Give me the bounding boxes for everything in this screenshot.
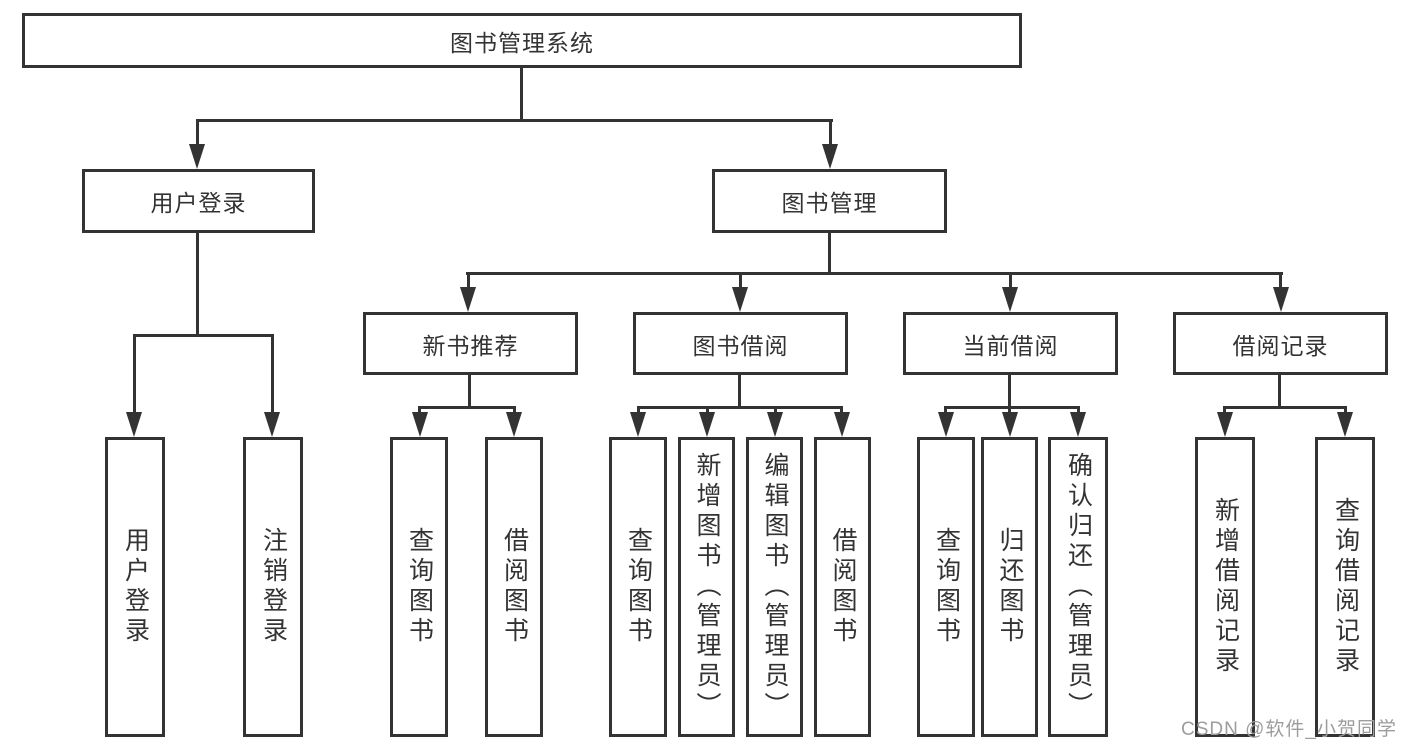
- leaf-edit-books-admin: 编辑图书（管理员）: [746, 437, 803, 737]
- leaf-query-books-current: 查询图书: [917, 437, 975, 737]
- arrow-down-icon: [264, 412, 280, 437]
- arrow-down-icon: [834, 412, 850, 437]
- arrow-down-icon: [732, 287, 748, 312]
- arrow-down-icon: [1002, 287, 1018, 312]
- edge-login-leaf2-stub: [271, 334, 274, 414]
- leaf-label: 查询借阅记录: [1331, 497, 1360, 677]
- arrow-down-icon: [1002, 412, 1018, 437]
- edge-borrow-branch: [637, 406, 843, 409]
- edge-borrow-stem: [738, 374, 741, 409]
- edge-borrow-stub-3: [774, 406, 777, 416]
- node-book-management: 图书管理: [712, 169, 947, 233]
- edge-mgmt-stem: [828, 232, 831, 275]
- arrow-down-icon: [699, 412, 715, 437]
- node-borrow-records-label: 借阅记录: [1232, 332, 1329, 359]
- edge-current-stem: [1008, 374, 1011, 409]
- edge-borrow-stub-4: [840, 406, 843, 416]
- node-book-borrow: 图书借阅: [633, 312, 848, 375]
- leaf-logout: 注销登录: [243, 437, 303, 737]
- arrow-down-icon: [506, 412, 522, 437]
- arrow-down-icon: [822, 144, 838, 169]
- leaf-label: 借阅图书: [829, 527, 857, 647]
- edge-borrow-stub-1: [637, 406, 640, 416]
- leaf-label: 新增借阅记录: [1211, 497, 1240, 677]
- arrow-down-icon: [1070, 412, 1086, 437]
- node-book-management-label: 图书管理: [781, 190, 878, 216]
- node-new-book-recommend: 新书推荐: [363, 312, 578, 375]
- edge-mgmt-branch: [466, 272, 1283, 275]
- edge-current-branch: [944, 406, 1080, 409]
- edge-root-to-login-stub: [196, 119, 199, 147]
- edge-login-branch: [133, 334, 274, 337]
- leaf-label: 查询图书: [405, 527, 434, 647]
- node-user-login-label: 用户登录: [150, 190, 247, 216]
- leaf-query-books-borrow: 查询图书: [609, 437, 667, 737]
- arrow-down-icon: [412, 412, 428, 437]
- edge-borrow-stub-2: [706, 406, 709, 416]
- node-new-book-recommend-label: 新书推荐: [422, 332, 519, 359]
- edge-recommend-branch: [418, 406, 516, 409]
- edge-login-stem: [196, 232, 199, 337]
- arrow-down-icon: [126, 412, 142, 437]
- leaf-label: 用户登录: [121, 527, 150, 647]
- leaf-label: 确认归还（管理员）: [1064, 452, 1093, 722]
- edge-root-branch: [196, 119, 833, 122]
- node-current-borrow-label: 当前借阅: [962, 332, 1059, 359]
- edge-login-leaf1-stub: [133, 334, 136, 414]
- edge-current-stub-1: [944, 406, 947, 416]
- edge-root-to-mgmt-stub: [829, 119, 832, 147]
- edge-records-stub-2: [1344, 406, 1347, 416]
- leaf-label: 查询图书: [624, 527, 653, 647]
- edge-records-stub-1: [1223, 406, 1226, 416]
- arrow-down-icon: [1273, 287, 1289, 312]
- arrow-down-icon: [189, 144, 205, 169]
- arrow-down-icon: [767, 412, 783, 437]
- arrow-down-icon: [1337, 412, 1353, 437]
- leaf-label: 编辑图书（管理员）: [761, 452, 789, 722]
- leaf-query-borrow-record: 查询借阅记录: [1315, 437, 1375, 737]
- arrow-down-icon: [938, 412, 954, 437]
- edge-recommend-stub-2: [513, 406, 516, 416]
- node-root-label: 图书管理系统: [450, 29, 594, 56]
- leaf-label: 注销登录: [259, 527, 288, 647]
- arrow-down-icon: [1217, 412, 1233, 437]
- leaf-confirm-return-admin: 确认归还（管理员）: [1048, 437, 1108, 737]
- arrow-down-icon: [630, 412, 646, 437]
- leaf-borrow-books: 借阅图书: [814, 437, 871, 737]
- edge-mgmt-stub-1: [467, 272, 470, 290]
- leaf-label: 查询图书: [932, 527, 961, 647]
- edge-mgmt-stub-2: [739, 272, 742, 290]
- leaf-label: 新增图书（管理员）: [693, 452, 721, 722]
- edge-records-branch: [1223, 406, 1347, 409]
- leaf-label: 借阅图书: [500, 527, 529, 647]
- edge-current-stub-3: [1077, 406, 1080, 416]
- leaf-query-books-recommend: 查询图书: [390, 437, 448, 737]
- leaf-borrow-books-recommend: 借阅图书: [485, 437, 543, 737]
- edge-records-stem: [1278, 374, 1281, 409]
- edge-root-stem: [520, 66, 523, 122]
- arrow-down-icon: [460, 287, 476, 312]
- edge-recommend-stub-1: [418, 406, 421, 416]
- edge-mgmt-stub-4: [1279, 272, 1282, 290]
- node-borrow-records: 借阅记录: [1173, 312, 1388, 375]
- leaf-return-books: 归还图书: [981, 437, 1038, 737]
- leaf-add-borrow-record: 新增借阅记录: [1195, 437, 1255, 737]
- edge-current-stub-2: [1008, 406, 1011, 416]
- node-user-login: 用户登录: [82, 169, 315, 233]
- leaf-user-login: 用户登录: [105, 437, 165, 737]
- node-book-borrow-label: 图书借阅: [692, 332, 789, 359]
- node-current-borrow: 当前借阅: [903, 312, 1118, 375]
- leaf-add-books-admin: 新增图书（管理员）: [678, 437, 735, 737]
- leaf-label: 归还图书: [996, 527, 1024, 647]
- edge-recommend-stem: [468, 374, 471, 409]
- node-root: 图书管理系统: [22, 13, 1022, 68]
- csdn-watermark: CSDN @软件_小贺同学: [1181, 719, 1397, 740]
- edge-mgmt-stub-3: [1009, 272, 1012, 290]
